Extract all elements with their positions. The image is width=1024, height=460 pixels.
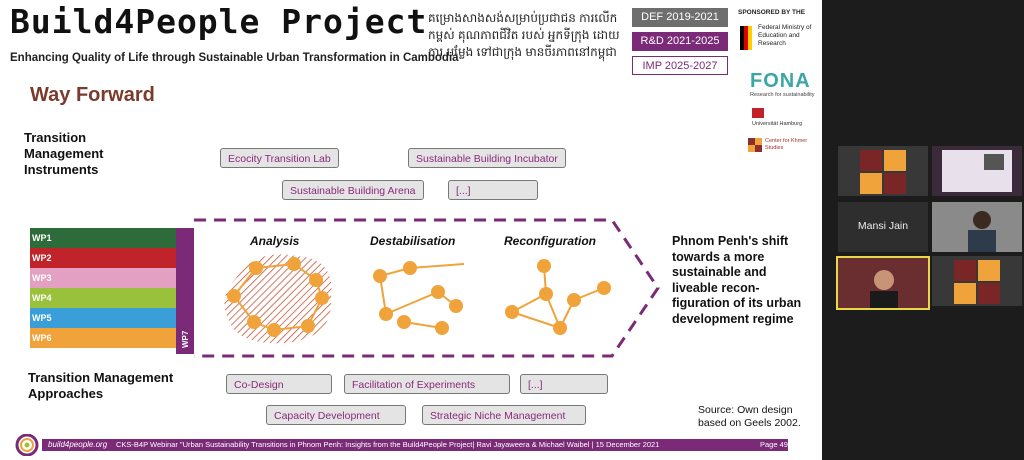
wp-bar: WP1 <box>30 228 176 248</box>
participants-panel: Mansi Jain <box>822 0 1024 460</box>
stage-destabilisation: Destabilisation <box>370 234 456 248</box>
participant-tile[interactable] <box>838 146 928 196</box>
phase-imp: IMP 2025-2027 <box>632 56 728 75</box>
outcome-text: Phnom Penh's shift towards a more sustai… <box>672 234 802 326</box>
wp-bar: WP5 <box>30 308 176 328</box>
uhh-logo: Universität Hamburg <box>752 108 802 128</box>
wp7-bar: WP7 <box>176 228 194 354</box>
participant-tile[interactable] <box>932 146 1022 196</box>
participant-name: Mansi Jain <box>857 220 909 232</box>
footer-bar <box>42 439 788 451</box>
project-title: Build4People Project <box>10 2 428 41</box>
footer-page: Page 49 <box>760 440 788 449</box>
cks-text: Center for Khmer Studies <box>765 138 808 151</box>
fona-logo: FONA <box>750 70 811 92</box>
approach-pill: Capacity Development <box>266 405 406 425</box>
analysis-network-icon <box>224 254 332 344</box>
approach-pill: Strategic Niche Management <box>422 405 586 425</box>
participant-tile[interactable]: Mansi Jain <box>838 202 928 252</box>
approach-pill: Co-Design <box>226 374 332 394</box>
project-subtitle: Enhancing Quality of Life through Sustai… <box>10 52 459 64</box>
slide-footer: build4people.org CKS-B4P Webinar "Urban … <box>12 434 808 456</box>
uhh-text: Universität Hamburg <box>752 121 803 127</box>
destabilisation-network-icon <box>373 261 465 335</box>
source-note: Source: Own design based on Geels 2002. <box>698 404 801 429</box>
shared-slide-thumbnail-icon <box>942 150 1012 192</box>
phase-rd: R&D 2021-2025 <box>632 32 728 51</box>
instrument-pill: Ecocity Transition Lab <box>220 148 339 168</box>
fona-subtitle: Research for sustainability <box>750 92 815 98</box>
participant-tile[interactable] <box>932 202 1022 252</box>
stage-analysis: Analysis <box>250 234 300 248</box>
footer-credit: CKS-B4P Webinar "Urban Sustainability Tr… <box>116 440 660 449</box>
sponsored-label: SPONSORED BY THE <box>738 9 806 16</box>
phase-def: DEF 2019-2021 <box>632 8 728 27</box>
participant-tile[interactable] <box>932 256 1022 306</box>
stage-reconfiguration: Reconfiguration <box>504 234 596 248</box>
b4p-logo-icon <box>15 434 39 456</box>
eagle-icon <box>740 26 752 50</box>
active-speaker-tile[interactable] <box>836 256 930 310</box>
cks-avatar-icon <box>954 260 1000 304</box>
wp7-label: WP7 <box>181 330 190 348</box>
instrument-pill: [...] <box>448 180 538 200</box>
speaker-video-icon <box>838 258 928 308</box>
wp-bar: WP4 <box>30 288 176 308</box>
footer-site: build4people.org <box>48 440 108 449</box>
approach-pill: [...] <box>520 374 608 394</box>
approach-pill: Facilitation of Experiments <box>344 374 510 394</box>
instruments-heading: Transition Management Instruments <box>24 130 104 177</box>
instrument-pill: Sustainable Building Arena <box>282 180 424 200</box>
cks-logo: Center for Khmer Studies <box>748 138 810 152</box>
bmbf-logo: Federal Ministry of Education and Resear… <box>740 24 818 54</box>
wp-bar: WP6 <box>30 328 176 348</box>
approaches-heading: Transition Management Approaches <box>28 370 174 401</box>
cks-logo-icon <box>748 138 762 152</box>
wp-bar: WP3 <box>30 268 176 288</box>
participant-video-icon <box>932 202 1022 252</box>
transition-arrow <box>194 218 660 358</box>
bmbf-text: Federal Ministry of Education and Resear… <box>758 24 812 47</box>
instrument-pill: Sustainable Building Incubator <box>408 148 566 168</box>
uhh-icon <box>752 108 764 118</box>
section-title: Way Forward <box>30 84 155 106</box>
presentation-slide: Build4People Project Enhancing Quality o… <box>0 0 822 460</box>
reconfiguration-network-icon <box>505 259 611 335</box>
khmer-title: គម្រោងសាងសង់សម្រាប់ប្រជាជន ការលើកកម្ពស់ … <box>428 11 620 59</box>
cks-avatar-icon <box>860 150 906 194</box>
wp-bar: WP2 <box>30 248 176 268</box>
